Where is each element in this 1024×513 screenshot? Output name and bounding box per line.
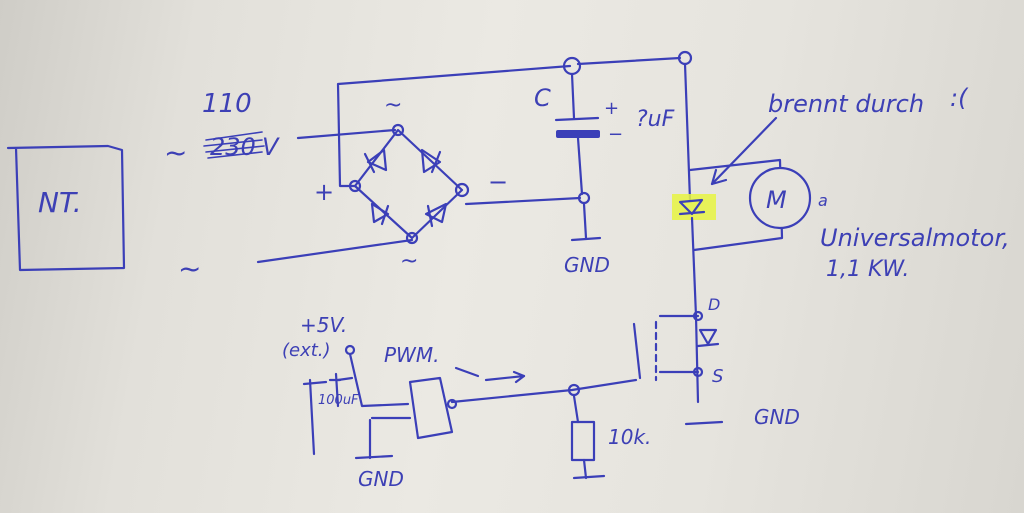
diode-4 — [424, 202, 448, 228]
voltage-unit-label: V — [262, 133, 280, 161]
burn-note-arrow — [710, 116, 778, 186]
bridge-ac-bottom-label: ~ — [400, 249, 418, 274]
bridge-minus-label: − — [488, 168, 508, 196]
burned-diode-highlight — [672, 194, 716, 220]
motor: M — [748, 166, 812, 230]
pulldown-resistor: 10k. — [570, 394, 651, 480]
ac-input-wire-bottom — [256, 238, 414, 264]
capacitor-name-label: C — [534, 84, 551, 112]
ground-mosfet-label: GND — [754, 405, 800, 429]
mosfet-drain-label: D — [708, 295, 720, 314]
pwm-driver: PWM. GND +5V. (ext.) — [282, 313, 458, 491]
capacitor-minus-label: − — [608, 124, 623, 145]
ground-cap-label: GND — [564, 253, 610, 277]
voltage-new-label: 110 — [202, 89, 252, 119]
motor-symbol-label: M — [766, 186, 787, 214]
bridge-node-minus — [454, 182, 470, 198]
burn-emoji-label: :( — [950, 84, 969, 112]
ground-lead-cap — [582, 202, 588, 240]
ground-driver-label: GND — [358, 467, 404, 491]
mosfet-body-diode — [698, 328, 718, 346]
small-capacitor: 100uF — [302, 372, 359, 456]
ground-symbol-cap — [570, 236, 602, 242]
supply-node — [344, 344, 356, 356]
ground-symbol-driver — [354, 454, 394, 460]
motor-name-label: Universalmotor, — [820, 224, 1010, 252]
motor-power-label: 1,1 KW. — [826, 257, 909, 282]
supply-label: +5V. — [300, 313, 347, 337]
bridge-plus-label: + — [314, 178, 334, 206]
bridge-rectifier: ~ ~ + − — [314, 93, 508, 274]
pwm-pointer — [454, 366, 480, 378]
supply-wire — [348, 352, 410, 408]
ac-symbol-top-label: ~ — [164, 136, 187, 169]
diode-1 — [363, 148, 388, 174]
small-capacitor-label: 100uF — [318, 393, 359, 408]
driver-ground-wire — [368, 416, 412, 460]
bridge-node-bottom — [405, 231, 419, 245]
diode-3 — [370, 202, 390, 226]
signal-arrowhead — [512, 370, 526, 384]
voltage-annotation: 110 230 V ~ ~ — [164, 89, 280, 285]
capacitor-plate-negative — [556, 130, 600, 138]
ground-symbol-mosfet — [684, 420, 724, 426]
motor-supply-wire — [683, 62, 692, 202]
gate-drive-wire — [450, 378, 638, 404]
ac-symbol-bottom-label: ~ — [178, 252, 201, 285]
burn-note-label: brennt durch — [768, 90, 924, 118]
signal-arrow — [484, 374, 526, 382]
mosfet-drain-node — [692, 310, 704, 322]
mosfet-source-label: S — [712, 366, 723, 387]
electrolytic-capacitor: C + − ?uF — [534, 72, 675, 196]
resistor-value-label: 10k. — [608, 425, 651, 449]
nt-label: NT. — [38, 186, 82, 219]
supply-ext-label: (ext.) — [282, 340, 331, 361]
bridge-ac-top-label: ~ — [384, 93, 402, 118]
negative-rail — [464, 196, 582, 206]
ac-input-wire-top — [296, 128, 397, 140]
mosfet-gate-plate — [632, 322, 642, 380]
bridge-node-top — [391, 123, 405, 137]
pwm-label: PWM. — [384, 343, 439, 367]
capacitor-value-label: ?uF — [636, 107, 675, 132]
capacitor-plus-label: + — [604, 98, 619, 119]
mosfet: D S — [632, 295, 723, 404]
motor-bullet: a — [818, 191, 828, 210]
burned-zener-diode — [678, 198, 706, 216]
diode-2 — [420, 148, 442, 174]
strikethrough-scribble — [203, 131, 265, 159]
motor-to-mosfet-wire — [690, 216, 698, 318]
mosfet-source-node — [692, 366, 704, 378]
nt-box: NT. — [6, 144, 126, 272]
burn-note-arrowhead — [710, 168, 728, 186]
positive-rail-right — [576, 56, 682, 66]
positive-rail-left — [336, 64, 572, 188]
driver-output-node — [446, 398, 458, 410]
